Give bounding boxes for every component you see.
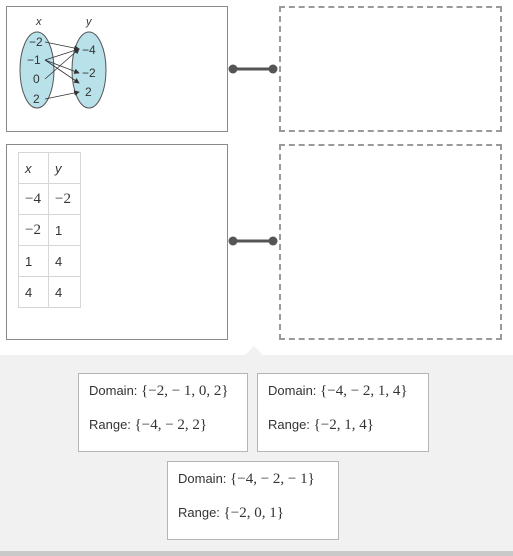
mapping-arrows bbox=[44, 41, 80, 100]
range-set: {−4, − 2, 2} bbox=[134, 417, 208, 433]
mapping-diagram: x y −2 −1 0 2 −4 −2 2 bbox=[19, 16, 107, 109]
y-header: y bbox=[85, 16, 93, 28]
tray-pointer bbox=[244, 346, 264, 356]
table-cell-x: −2 bbox=[18, 214, 49, 246]
table-row: 1 4 bbox=[18, 245, 81, 277]
mapping-diagram-card: x y −2 −1 0 2 −4 −2 2 bbox=[6, 6, 228, 132]
table-header-y: y bbox=[48, 152, 81, 184]
range-set: {−2, 1, 4} bbox=[313, 417, 374, 433]
table-cell-x: 1 bbox=[18, 245, 49, 277]
domain-set: {−4, − 2, − 1} bbox=[230, 471, 315, 487]
table-header-x: x bbox=[18, 152, 49, 184]
domain-value: −1 bbox=[27, 53, 41, 67]
answer-tile-3[interactable]: Domain: {−4, − 2, − 1} Range: {−2, 0, 1} bbox=[167, 461, 339, 540]
table-cell-x: −4 bbox=[18, 183, 49, 215]
range-value: 2 bbox=[85, 85, 92, 99]
table-cell-y: 4 bbox=[48, 276, 81, 308]
table-row: 4 4 bbox=[18, 276, 81, 308]
table-cell-y: 4 bbox=[48, 245, 81, 277]
xy-table-card: x y −4 −2 −2 1 1 4 4 4 bbox=[6, 144, 228, 340]
domain-label: Domain: bbox=[89, 383, 142, 398]
domain-set: {−2, − 1, 0, 2} bbox=[141, 383, 229, 399]
x-header: x bbox=[35, 16, 42, 28]
domain-value: −2 bbox=[29, 35, 43, 49]
table-cell-y: 1 bbox=[48, 214, 81, 246]
range-label: Range: bbox=[178, 505, 224, 520]
range-label: Range: bbox=[89, 417, 135, 432]
domain-set: {−4, − 2, 1, 4} bbox=[320, 383, 408, 399]
range-label: Range: bbox=[268, 417, 314, 432]
answer-tile-2[interactable]: Domain: {−4, − 2, 1, 4} Range: {−2, 1, 4… bbox=[257, 373, 429, 452]
domain-label: Domain: bbox=[178, 471, 231, 486]
range-value: −4 bbox=[82, 43, 96, 57]
domain-label: Domain: bbox=[268, 383, 321, 398]
range-set: {−2, 0, 1} bbox=[223, 505, 284, 521]
connector-handle[interactable] bbox=[228, 62, 278, 76]
domain-value: 0 bbox=[33, 72, 40, 86]
connector-handle[interactable] bbox=[228, 234, 278, 248]
table-header-row: x y bbox=[18, 152, 81, 184]
table-row: −2 1 bbox=[18, 214, 81, 246]
answer-drop-zone[interactable] bbox=[279, 144, 502, 340]
domain-oval bbox=[19, 31, 55, 109]
tray-scrollbar[interactable] bbox=[0, 551, 513, 556]
table-cell-y: −2 bbox=[48, 183, 81, 215]
answer-drop-zone[interactable] bbox=[279, 6, 502, 132]
table-cell-x: 4 bbox=[18, 276, 49, 308]
answer-tile-1[interactable]: Domain: {−2, − 1, 0, 2} Range: {−4, − 2,… bbox=[78, 373, 248, 452]
domain-value: 2 bbox=[33, 92, 40, 106]
table-row: −4 −2 bbox=[18, 183, 81, 215]
xy-table: x y −4 −2 −2 1 1 4 4 4 bbox=[18, 152, 81, 308]
range-value: −2 bbox=[82, 66, 96, 80]
